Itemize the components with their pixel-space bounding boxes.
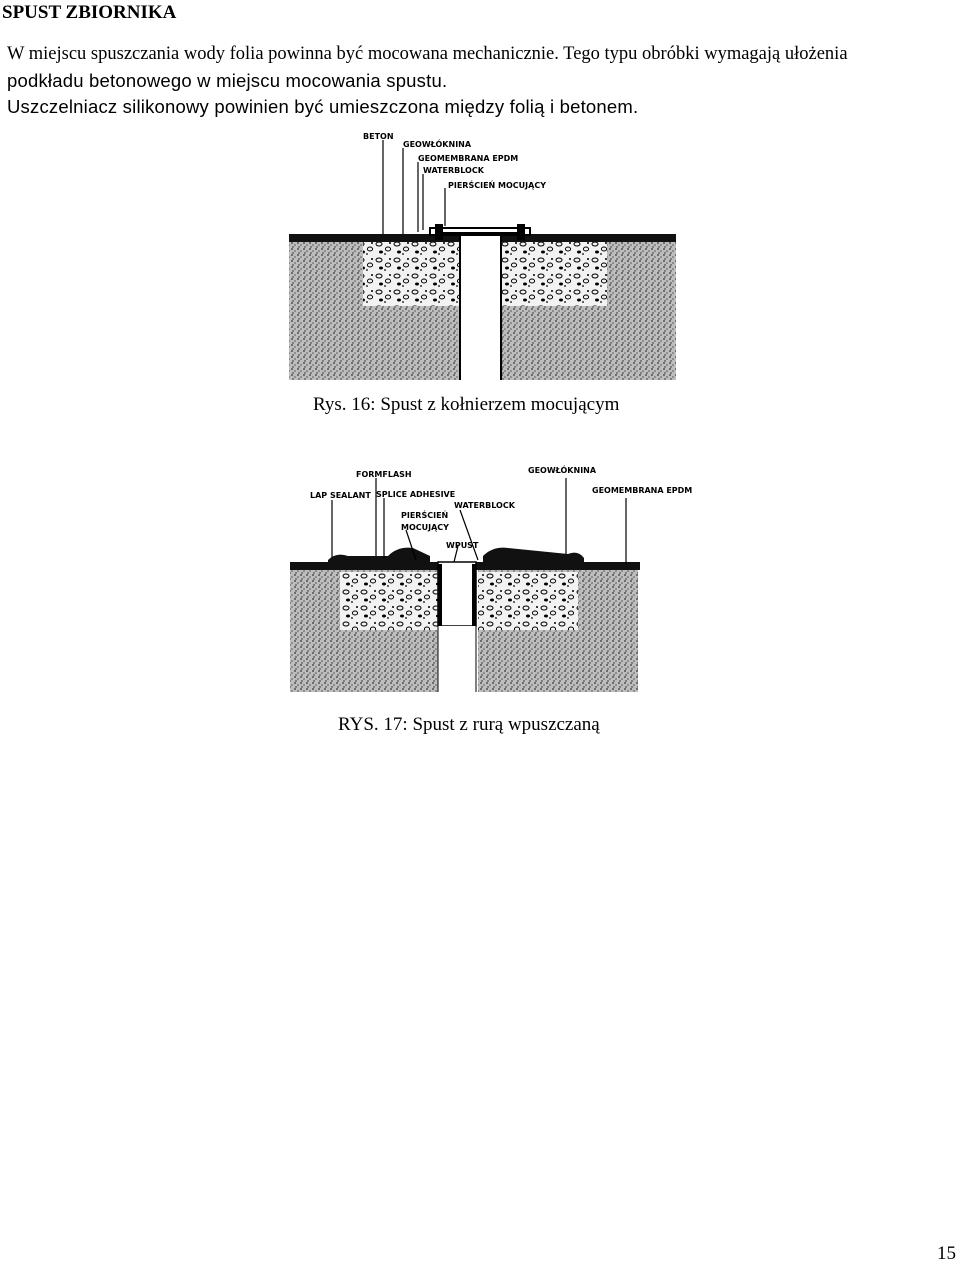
label-pierscien-line1: PIERŚCIEŃ [401, 509, 448, 520]
page-heading: SPUST ZBIORNIKA [2, 2, 177, 23]
paragraph-line-2: podkładu betonowego w miejscu mocowania … [7, 70, 448, 91]
label-formflash: FORMFLASH [356, 470, 412, 479]
page-number: 15 [937, 1243, 956, 1264]
label-pierscien: PIERŚCIEŃ MOCUJĄCY [448, 179, 546, 190]
figure-16-diagram: BETON GEOWŁÓKNINA GEOMEMBRANA EPDM WATER… [289, 132, 676, 384]
figure-16-caption: Rys. 16: Spust z kołnierzem mocującym [313, 394, 620, 415]
label-splice-adhesive: SPLICE ADHESIVE [376, 490, 455, 499]
figure-17-caption: RYS. 17: Spust z rurą wpuszczaną [338, 714, 600, 735]
label-geomembrana: GEOMEMBRANA EPDM [418, 154, 518, 163]
paragraph-line-3: Uszczelniacz silikonowy powinien być umi… [7, 96, 639, 117]
label-geomembrana: GEOMEMBRANA EPDM [592, 486, 692, 495]
label-lap-sealant: LAP SEALANT [310, 491, 371, 500]
figure-17-diagram: FORMFLASH GEOWŁÓKNINA LAP SEALANT SPLICE… [290, 464, 692, 696]
label-waterblock: WATERBLOCK [454, 501, 516, 510]
label-waterblock: WATERBLOCK [423, 166, 485, 175]
label-pierscien-line2: MOCUJĄCY [401, 523, 449, 532]
label-geowloknina: GEOWŁÓKNINA [403, 138, 472, 149]
paragraph-line-1: W miejscu spuszczania wody folia powinna… [7, 44, 848, 64]
label-geowloknina: GEOWŁÓKNINA [528, 464, 597, 475]
label-wpust: WPUST [446, 541, 479, 550]
label-beton: BETON [363, 132, 394, 141]
